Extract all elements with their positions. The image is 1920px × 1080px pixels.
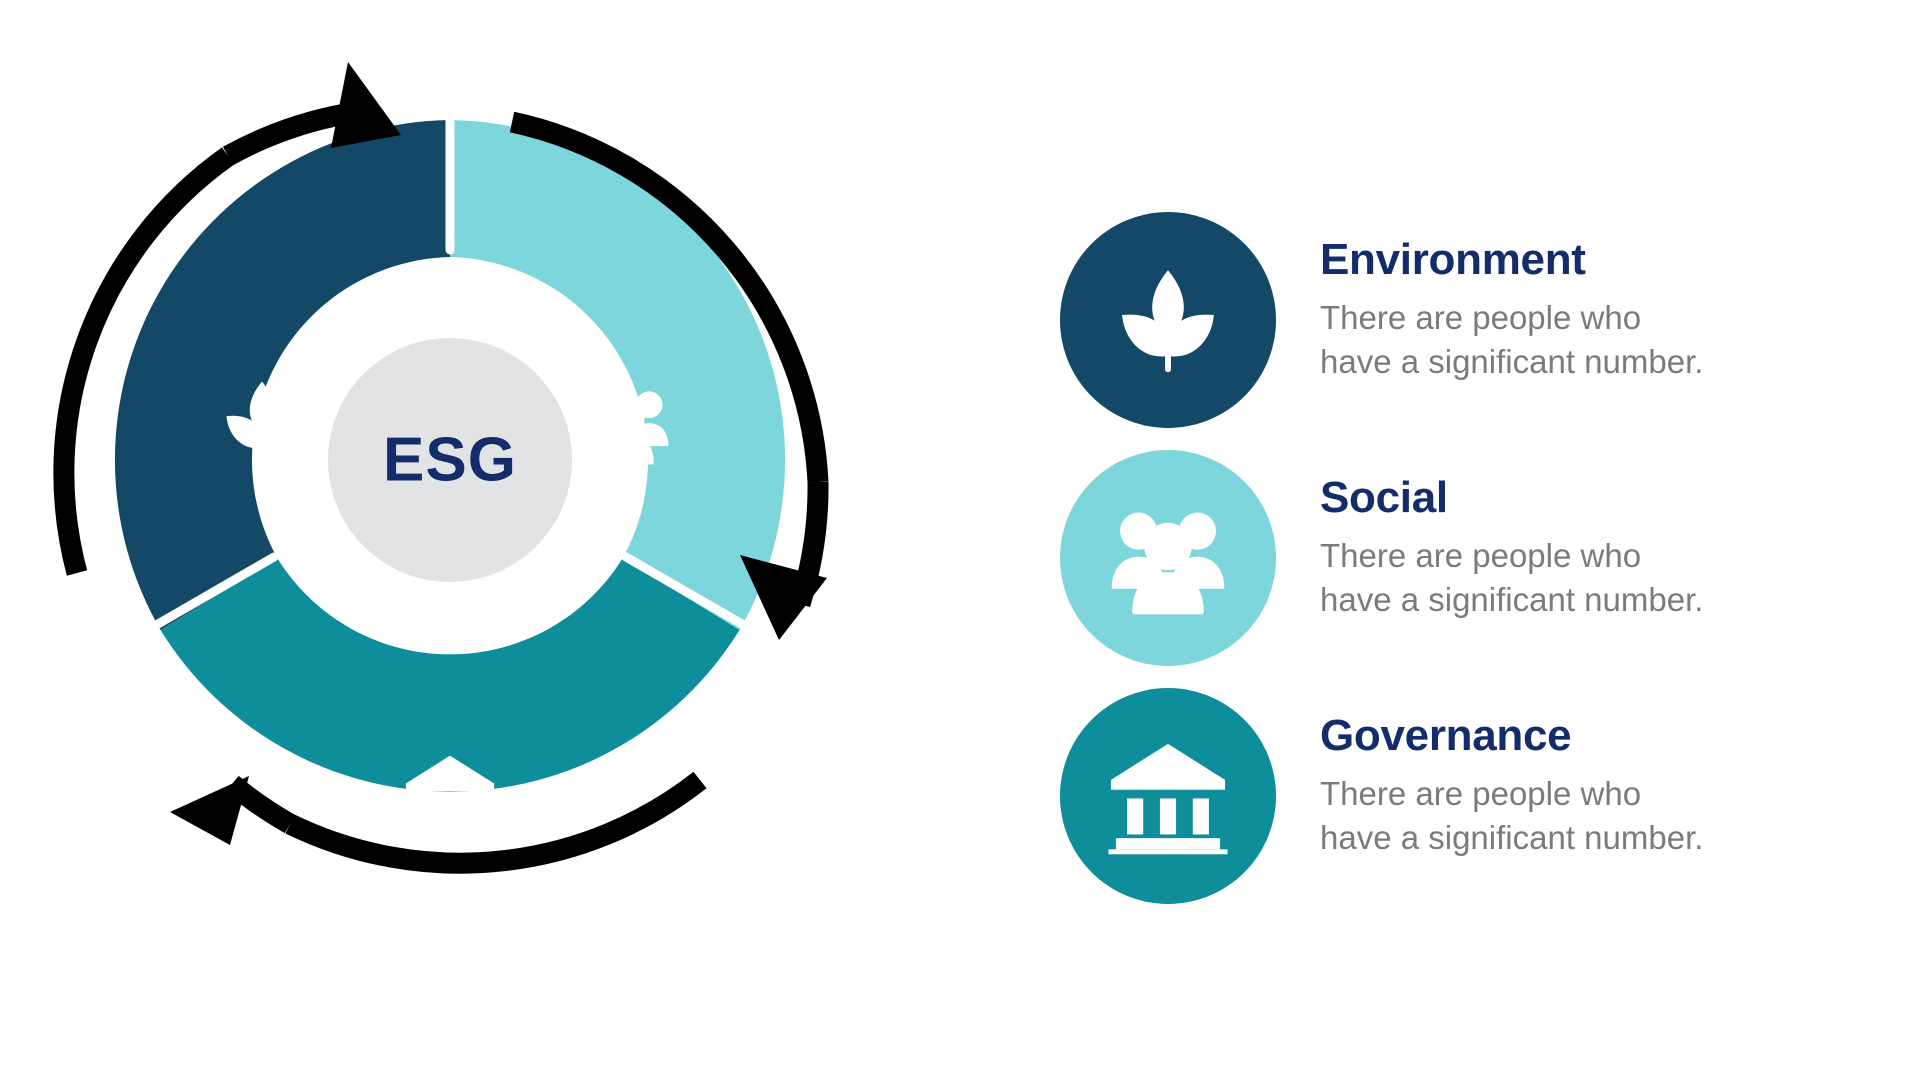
bank-building-icon: [1108, 743, 1228, 855]
legend-text-social: Social There are people who have a signi…: [1320, 450, 1703, 621]
legend-badge-social: [1060, 450, 1276, 666]
cycle-arrow-1-head: [331, 62, 401, 148]
legend-description-social: There are people who have a significant …: [1320, 537, 1704, 618]
legend-item-governance[interactable]: Governance There are people who have a s…: [1060, 688, 1703, 904]
people-group-icon: [1104, 494, 1232, 622]
legend-badge-environment: [1060, 212, 1276, 428]
legend-title-governance: Governance: [1320, 711, 1572, 760]
cycle-arrows: [53, 62, 829, 874]
legend-item-environment[interactable]: Environment There are people who have a …: [1060, 212, 1703, 428]
legend-description-environment: There are people who have a significant …: [1320, 299, 1704, 380]
cycle-arrow-2-shaft: [509, 111, 829, 483]
donut-segment-social[interactable]: [450, 120, 786, 630]
legend-text-governance: Governance There are people who have a s…: [1320, 688, 1703, 859]
center-hub-circle[interactable]: [328, 338, 572, 582]
legend-badge-governance: [1060, 688, 1276, 904]
legend-text-environment: Environment There are people who have a …: [1320, 212, 1703, 383]
donut-segment-governance[interactable]: [160, 558, 740, 792]
donut-segment-environment[interactable]: [114, 120, 450, 630]
legend-title-social: Social: [1320, 473, 1448, 522]
cycle-arrow-3-head: [170, 776, 249, 845]
cycle-arrow-1-shaft: [53, 147, 235, 576]
esg-cycle-diagram: ESG: [53, 62, 829, 874]
donut-segments: [114, 120, 786, 792]
legend-title-environment: Environment: [1320, 235, 1586, 284]
legend-item-social[interactable]: Social There are people who have a signi…: [1060, 450, 1703, 666]
donut-separators: [153, 111, 747, 629]
cycle-arrow-2-head: [740, 555, 827, 640]
esg-donut-svg: [53, 62, 829, 874]
leaf-icon: [1106, 258, 1230, 382]
legend-panel: Environment There are people who have a …: [1060, 0, 1920, 1080]
cycle-arrow-3-shaft: [285, 771, 707, 874]
legend-description-governance: There are people who have a significant …: [1320, 775, 1704, 856]
